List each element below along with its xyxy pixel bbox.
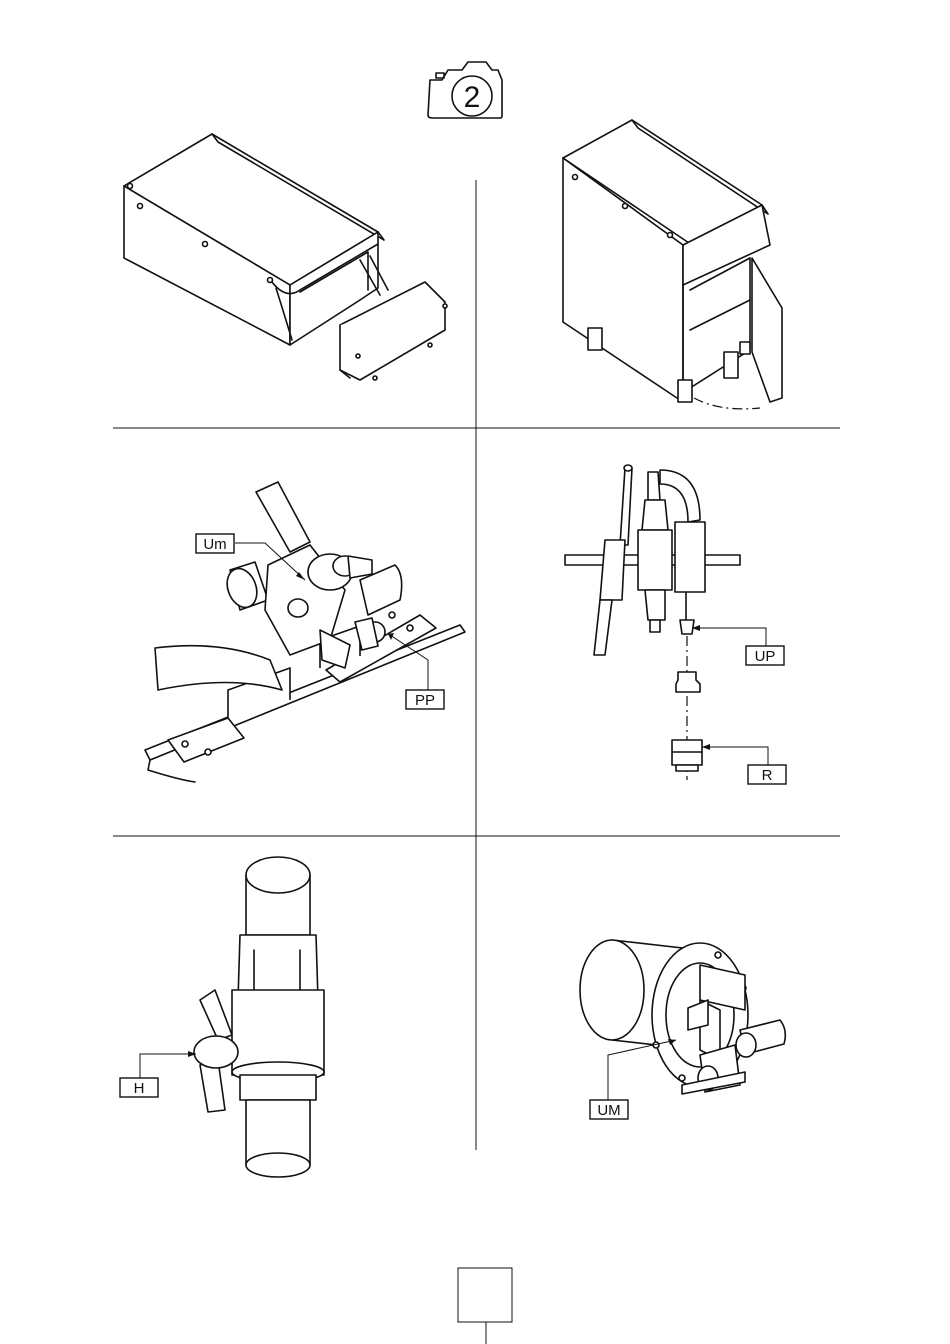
- step-number: 2: [464, 81, 481, 114]
- label-um-caps: UM: [597, 1102, 620, 1119]
- label-um: Um: [203, 536, 226, 553]
- label-r: R: [762, 767, 773, 784]
- panel-gas-cock: H: [120, 857, 324, 1177]
- panel-gas-valve: Um PP: [145, 482, 465, 782]
- label-up: UP: [755, 648, 776, 665]
- label-h: H: [134, 1080, 145, 1097]
- panel-appliance-front-panel-removal: [124, 134, 447, 380]
- panel-appliance-door-open: [563, 120, 782, 409]
- panel-pilot-burner: UP R: [565, 465, 786, 784]
- camera-icon: 2: [428, 62, 502, 118]
- panel-igniter-mount: UM: [580, 940, 785, 1119]
- page-number-box: [458, 1268, 512, 1344]
- label-pp: PP: [415, 692, 435, 709]
